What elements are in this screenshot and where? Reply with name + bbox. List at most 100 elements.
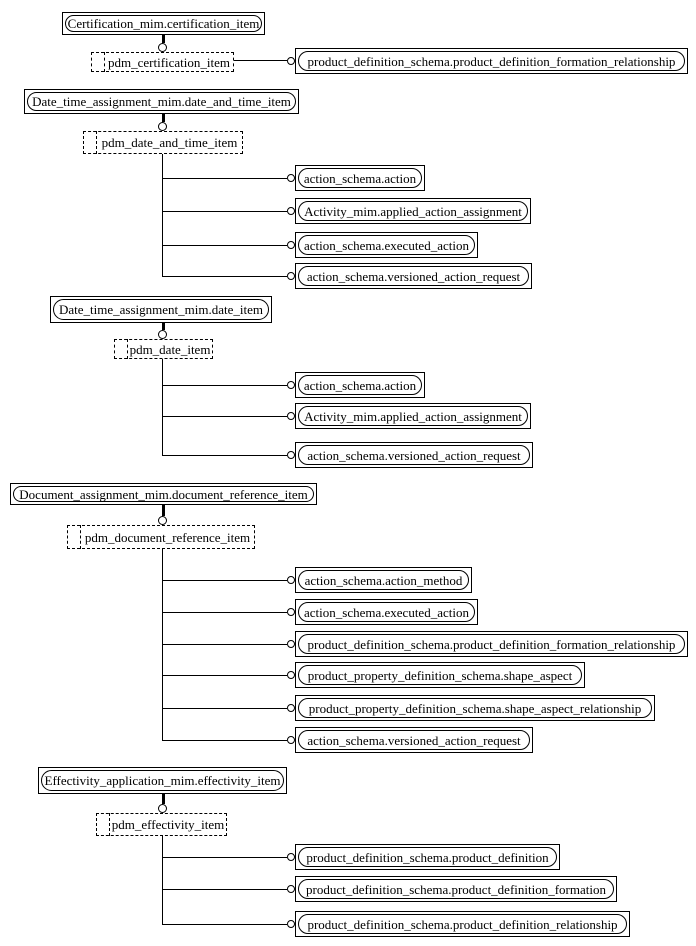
select-type-label: pdm_date_and_time_item <box>101 135 238 150</box>
supertype-node: Document_assignment_mim.document_referen… <box>10 483 317 505</box>
branch-line <box>162 644 287 645</box>
entity-node: action_schema.versioned_action_request <box>295 727 533 753</box>
supertype-node: Certification_mim.certification_item <box>62 12 265 35</box>
entity-node: action_schema.executed_action <box>295 232 478 258</box>
entity-label: product_property_definition_schema.shape… <box>298 698 652 718</box>
entity-node: product_definition_schema.product_defini… <box>295 48 688 74</box>
branch-circle-icon <box>287 412 295 420</box>
entity-node: action_schema.action <box>295 165 425 191</box>
select-type-label: pdm_date_item <box>129 341 211 357</box>
entity-node: product_definition_schema.product_defini… <box>295 911 630 937</box>
subtype-connector-line <box>162 505 165 516</box>
trunk-line <box>162 836 163 924</box>
select-type-label: pdm_document_reference_item <box>84 529 251 545</box>
entity-label: product_definition_schema.product_defini… <box>298 634 685 654</box>
branch-circle-icon <box>287 174 295 182</box>
branch-line <box>162 857 287 858</box>
supertype-node: Date_time_assignment_mim.date_and_time_i… <box>24 89 299 114</box>
branch-circle-icon <box>287 920 295 928</box>
entity-node: Activity_mim.applied_action_assignment <box>295 403 531 429</box>
select-type-node: pdm_date_item <box>114 339 213 359</box>
supertype-label: Effectivity_application_mim.effectivity_… <box>41 770 284 791</box>
entity-node: action_schema.versioned_action_request <box>295 442 533 468</box>
subtype-connector-line <box>162 794 165 804</box>
branch-circle-icon <box>287 671 295 679</box>
entity-node: product_definition_schema.product_defini… <box>295 631 688 657</box>
branch-circle-icon <box>287 241 295 249</box>
branch-line <box>162 580 287 581</box>
entity-label: action_schema.action <box>298 375 422 395</box>
branch-circle-icon <box>287 640 295 648</box>
subtype-circle-icon <box>158 516 167 525</box>
entity-label: action_schema.action <box>298 168 422 188</box>
branch-line <box>162 276 287 277</box>
branch-line <box>162 416 287 417</box>
entity-node: product_property_definition_schema.shape… <box>295 662 585 688</box>
branch-circle-icon <box>287 885 295 893</box>
select-type-node: pdm_document_reference_item <box>67 525 255 549</box>
entity-label: action_schema.action_method <box>298 570 469 590</box>
subtype-circle-icon <box>158 330 167 339</box>
branch-circle-icon <box>287 381 295 389</box>
branch-circle-icon <box>287 736 295 744</box>
branch-line <box>162 178 287 179</box>
branch-line <box>162 889 287 890</box>
entity-label: product_definition_schema.product_defini… <box>298 847 557 867</box>
entity-label: Activity_mim.applied_action_assignment <box>298 201 528 221</box>
entity-node: action_schema.versioned_action_request <box>295 263 532 289</box>
entity-node: product_definition_schema.product_defini… <box>295 844 560 870</box>
branch-circle-icon <box>287 57 295 65</box>
branch-circle-icon <box>287 272 295 280</box>
branch-circle-icon <box>287 576 295 584</box>
subtype-circle-icon <box>158 804 167 813</box>
entity-node: action_schema.executed_action <box>295 599 478 625</box>
select-type-tick <box>80 525 81 549</box>
branch-circle-icon <box>287 704 295 712</box>
entity-node: Activity_mim.applied_action_assignment <box>295 198 531 224</box>
trunk-line <box>162 359 163 455</box>
subtype-circle-icon <box>158 122 167 131</box>
branch-line <box>234 60 287 61</box>
entity-label: Activity_mim.applied_action_assignment <box>298 406 528 426</box>
branch-line <box>162 211 287 212</box>
subtype-connector-line <box>162 114 165 122</box>
entity-label: action_schema.executed_action <box>298 602 475 622</box>
supertype-node: Effectivity_application_mim.effectivity_… <box>38 767 287 794</box>
branch-line <box>162 740 287 741</box>
entity-label: action_schema.versioned_action_request <box>298 266 529 286</box>
entity-node: action_schema.action <box>295 372 425 398</box>
entity-node: action_schema.action_method <box>295 567 472 593</box>
branch-circle-icon <box>287 207 295 215</box>
supertype-node: Date_time_assignment_mim.date_item <box>50 296 272 323</box>
select-type-node: pdm_effectivity_item <box>96 813 227 836</box>
select-type-tick <box>96 131 97 154</box>
branch-line <box>162 708 287 709</box>
entity-label: product_definition_schema.product_defini… <box>298 914 627 934</box>
select-type-tick <box>109 813 110 836</box>
entity-node: product_definition_schema.product_defini… <box>295 876 617 902</box>
entity-label: action_schema.executed_action <box>298 235 475 255</box>
branch-circle-icon <box>287 451 295 459</box>
branch-circle-icon <box>287 608 295 616</box>
select-type-label: pdm_effectivity_item <box>111 817 225 832</box>
select-type-node: pdm_certification_item <box>91 52 234 72</box>
entity-label: action_schema.versioned_action_request <box>298 445 530 465</box>
supertype-label: Date_time_assignment_mim.date_item <box>53 299 269 320</box>
entity-label: product_definition_schema.product_defini… <box>298 51 685 71</box>
entity-label: action_schema.versioned_action_request <box>298 730 530 750</box>
select-type-tick <box>127 339 128 359</box>
subtype-connector-line <box>162 35 165 43</box>
supertype-label: Date_time_assignment_mim.date_and_time_i… <box>27 92 296 111</box>
branch-line <box>162 675 287 676</box>
branch-line <box>162 245 287 246</box>
select-type-label: pdm_certification_item <box>107 54 230 70</box>
branch-line <box>162 455 287 456</box>
select-type-tick <box>104 52 105 72</box>
subtype-circle-icon <box>158 43 167 52</box>
branch-line <box>162 385 287 386</box>
branch-circle-icon <box>287 853 295 861</box>
supertype-label: Certification_mim.certification_item <box>65 15 262 32</box>
subtype-connector-line <box>162 323 165 330</box>
select-type-node: pdm_date_and_time_item <box>83 131 243 154</box>
